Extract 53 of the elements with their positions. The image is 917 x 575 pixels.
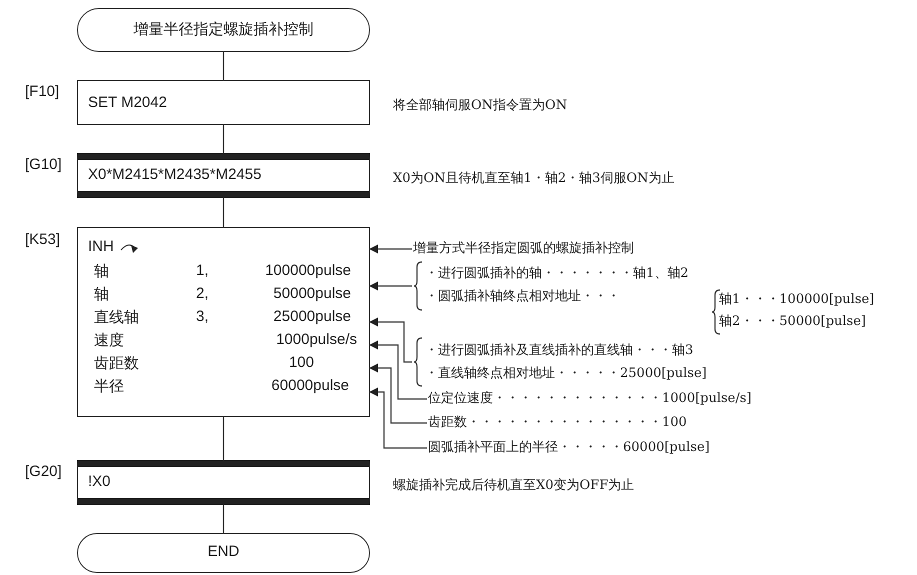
connector-line xyxy=(222,505,224,533)
command-text: SET M2042 xyxy=(88,94,167,111)
leader-line xyxy=(369,388,427,449)
annotation-text: 轴2・・・50000[pulse] xyxy=(719,313,866,330)
annotation-text: ・圆弧插补轴终点相对地址・・・ xyxy=(425,288,620,305)
connector-line xyxy=(222,125,224,153)
command-text: 50000pulse xyxy=(273,285,351,302)
step-label: [G20] xyxy=(25,463,62,480)
terminal-text: 增量半径指定螺旋插补控制 xyxy=(132,20,314,39)
wait-box xyxy=(77,153,370,198)
command-text: 轴 xyxy=(94,285,109,304)
leader-line xyxy=(369,282,412,290)
end-terminal xyxy=(77,533,370,573)
command-text: INH xyxy=(88,238,114,255)
annotation-text: ・进行圆弧插补及直线插补的直线轴・・・轴3 xyxy=(425,342,694,359)
comment-text: X0为ON且待机直至轴1・轴2・轴3伺服ON为止 xyxy=(393,170,674,187)
command-box xyxy=(77,227,370,417)
command-text: 齿距数 xyxy=(94,354,139,373)
terminal-text: END xyxy=(206,543,240,560)
step-label: [K53] xyxy=(25,231,60,248)
leader-line xyxy=(369,318,412,363)
leader-line xyxy=(369,364,427,424)
connector-line xyxy=(222,52,224,80)
comment-text: 螺旋插补完成后待机直至X0变为OFF为止 xyxy=(393,477,634,494)
leader-line xyxy=(369,340,427,400)
command-text: X0*M2415*M2435*M2455 xyxy=(88,166,262,183)
step-label: [F10] xyxy=(25,83,60,100)
command-text: 半径 xyxy=(94,377,124,396)
command-text: 1000pulse/s xyxy=(276,331,357,348)
process-box xyxy=(77,80,370,125)
command-text: 100000pulse xyxy=(265,262,351,279)
annotation-text: 轴1・・・100000[pulse] xyxy=(719,291,874,308)
connector-line xyxy=(222,417,224,460)
command-text: !X0 xyxy=(88,473,111,490)
step-label: [G10] xyxy=(25,156,62,173)
command-text: 60000pulse xyxy=(271,377,349,394)
comment-text: 将全部轴伺服ON指令置为ON xyxy=(393,97,568,114)
command-text: 100 xyxy=(288,354,314,371)
annotation-text: 齿距数・・・・・・・・・・・・・・・100 xyxy=(428,413,687,431)
command-text: 25000pulse xyxy=(273,308,351,325)
command-text: 速度 xyxy=(94,331,124,350)
connector-line xyxy=(222,198,224,227)
command-text: 3, xyxy=(196,308,209,325)
command-text: 1, xyxy=(196,262,209,279)
start-terminal xyxy=(77,8,370,52)
leader-line xyxy=(369,244,412,254)
command-text: 轴 xyxy=(94,262,109,281)
annotation-text: 位定位速度・・・・・・・・・・・・・1000[pulse/s] xyxy=(428,389,752,407)
command-text: 直线轴 xyxy=(94,308,139,327)
annotation-text: ・进行圆弧插补的轴・・・・・・・轴1、轴2 xyxy=(425,265,689,282)
wait-box xyxy=(77,460,370,505)
command-text: 2, xyxy=(196,285,209,302)
annotation-text: 增量方式半径指定圆弧的螺旋插补控制 xyxy=(413,239,634,257)
